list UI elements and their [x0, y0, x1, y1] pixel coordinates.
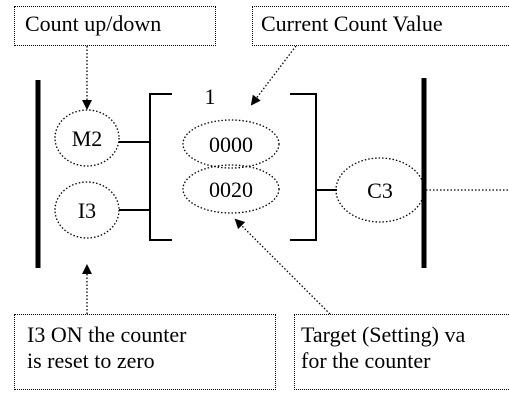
target-text-line2: for the counter: [301, 348, 431, 373]
counter-mode-label: 1: [205, 84, 216, 109]
input-i3-label: I3: [78, 198, 96, 223]
count-updown-text: Count up/down: [25, 11, 162, 36]
reset-callout: I3 ON the counter is reset to zero: [14, 314, 276, 390]
target-text-line1: Target (Setting) va: [301, 322, 466, 347]
current-count-callout: Current Count Value: [252, 6, 509, 46]
reset-text-line2: is reset to zero: [27, 348, 155, 373]
current-value-text: 0000: [209, 132, 253, 157]
input-m2-ellipse: [54, 109, 120, 167]
counter-right-bracket: [290, 93, 317, 241]
input-m2-label: M2: [72, 126, 103, 151]
current-value-ellipse: [182, 119, 280, 169]
reset-text-line1: I3 ON the counter: [27, 322, 187, 347]
target-callout: Target (Setting) va for the counter: [294, 314, 509, 390]
current-count-text: Current Count Value: [261, 11, 443, 36]
target-arrow: [234, 218, 331, 315]
counter-c3-ellipse: [335, 157, 425, 223]
setting-value-text: 0020: [209, 177, 253, 202]
count-updown-callout: Count up/down: [14, 6, 216, 46]
counter-c3-label: C3: [367, 178, 393, 203]
current-count-arrow: [250, 45, 297, 106]
setting-value-ellipse: [182, 164, 280, 214]
counter-left-bracket: [149, 93, 172, 241]
